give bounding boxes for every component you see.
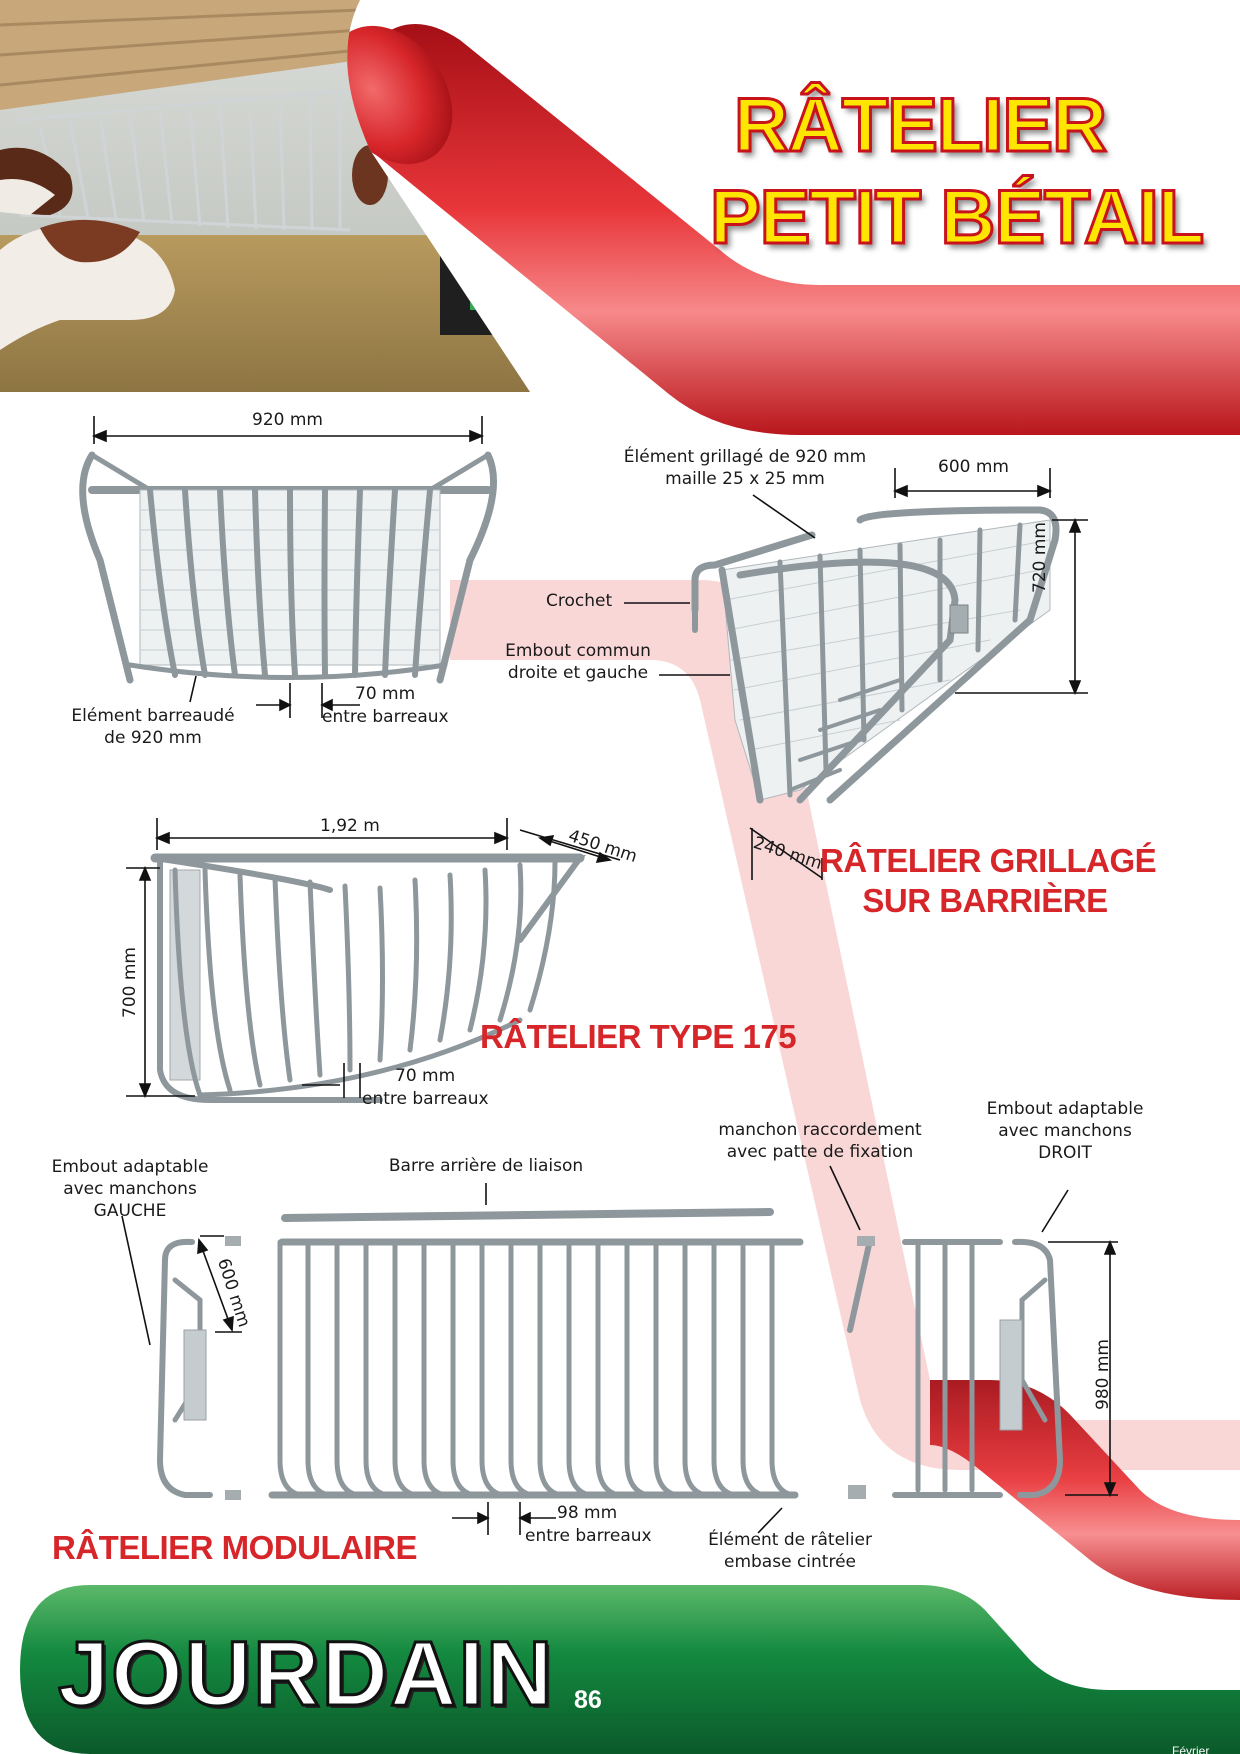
label-element-ratelier-2: embase cintrée bbox=[724, 1552, 856, 1572]
label-embout-droit-1: Embout adaptable bbox=[986, 1099, 1144, 1119]
product-175-name: RÂTELIER TYPE 175 bbox=[480, 1018, 797, 1055]
dim-70-a: 70 mm bbox=[355, 684, 416, 704]
label-embout-gauche-1: Embout adaptable bbox=[51, 1157, 209, 1177]
rack-grillage-drawing bbox=[691, 506, 1060, 804]
page-title-line2: PETIT BÉTAIL bbox=[709, 174, 1206, 261]
label-embout-droit-3: DROIT bbox=[1038, 1143, 1092, 1163]
dim-600-a: 600 mm bbox=[938, 457, 1009, 477]
rack-barreaude-drawing bbox=[79, 451, 497, 684]
green-footer bbox=[20, 1585, 1240, 1754]
label-entre-barreaux-b: entre barreaux bbox=[362, 1089, 489, 1109]
dim-980: 980 mm bbox=[1093, 1339, 1113, 1410]
label-embout-gauche-3: GAUCHE bbox=[93, 1201, 167, 1221]
product-grillage-name-1: RÂTELIER GRILLAGÉ bbox=[820, 842, 1157, 879]
page-number: 86 bbox=[574, 1686, 602, 1714]
label-entre-barreaux-a: entre barreaux bbox=[322, 707, 449, 727]
rack-175-drawing bbox=[150, 853, 586, 1103]
label-crochet: Crochet bbox=[546, 591, 613, 611]
pink-band bbox=[450, 580, 1240, 1470]
label-embout-commun-2: droite et gauche bbox=[507, 663, 649, 683]
label-entre-barreaux-c: entre barreaux bbox=[525, 1526, 652, 1546]
label-element-barreaude-1: Elément barreaudé bbox=[71, 706, 235, 726]
product-modulaire-name: RÂTELIER MODULAIRE bbox=[52, 1529, 418, 1566]
dim-1-92: 1,92 m bbox=[320, 816, 380, 836]
label-manchon-1: manchon raccordement bbox=[718, 1120, 922, 1140]
barn-photo bbox=[0, 0, 560, 392]
page-title-line1: RÂTELIER bbox=[733, 82, 1109, 169]
month-label: Février bbox=[1172, 1744, 1210, 1754]
brand-logo: JOURDAIN bbox=[56, 1622, 555, 1727]
rack-modulaire-drawing bbox=[156, 1208, 1064, 1500]
dim-98: 98 mm bbox=[557, 1503, 618, 1523]
label-embout-gauche-2: avec manchons bbox=[63, 1179, 197, 1199]
label-element-grillage-1: Élément grillagé de 920 mm bbox=[623, 447, 867, 467]
product-grillage-name-2: SUR BARRIÈRE bbox=[862, 882, 1108, 919]
label-element-ratelier-1: Élément de râtelier bbox=[708, 1530, 872, 1550]
dim-720: 720 mm bbox=[1030, 522, 1050, 593]
dim-920: 920 mm bbox=[252, 410, 323, 430]
label-element-barreaude-2: de 920 mm bbox=[104, 728, 202, 748]
label-embout-droit-2: avec manchons bbox=[998, 1121, 1132, 1141]
label-barre-arriere: Barre arrière de liaison bbox=[388, 1156, 584, 1176]
label-embout-commun-1: Embout commun bbox=[505, 641, 651, 661]
label-element-grillage-2: maille 25 x 25 mm bbox=[665, 469, 825, 489]
dim-700: 700 mm bbox=[120, 947, 140, 1018]
dim-70-b: 70 mm bbox=[395, 1066, 456, 1086]
label-manchon-2: avec patte de fixation bbox=[726, 1142, 914, 1162]
red-tube-top bbox=[347, 24, 1240, 435]
red-tube-bottom bbox=[930, 1380, 1240, 1600]
